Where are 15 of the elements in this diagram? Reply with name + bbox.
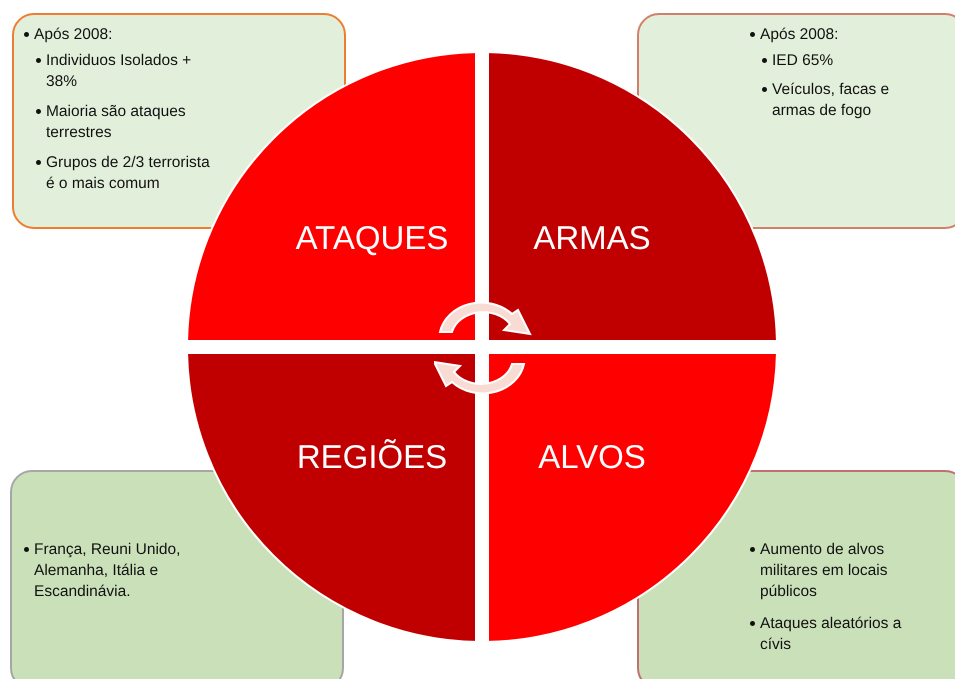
bullet-text: Veículos, facas e armas de fogo (772, 80, 890, 121)
bullet-text: IED 65% (772, 51, 834, 71)
quadrant-label: ATAQUES (296, 219, 448, 257)
bullet-text: França, Reuni Unido, Alemanha, Itália e Escandinávia. (34, 540, 182, 602)
quadrant-label: ARMAS (533, 219, 651, 257)
quadrant-label: REGIÕES (296, 438, 448, 476)
bullet-text: Após 2008: (760, 25, 840, 45)
bullet-text: Aumento de alvos militares em locais públicos (760, 540, 888, 602)
quadrant-segment (185, 354, 475, 644)
bullet-text: Ataques aleatórios a cívis (760, 614, 902, 655)
bullet-text: Individuos Isolados + 38% (46, 51, 192, 92)
bullet-text: Maioria são ataques terrestres (46, 102, 187, 143)
bullet-text: Após 2008: (34, 25, 114, 45)
bullet-text: Grupos de 2/3 terrorista é o mais comum (46, 153, 211, 194)
quadrant-label: ALVOS (538, 438, 646, 476)
